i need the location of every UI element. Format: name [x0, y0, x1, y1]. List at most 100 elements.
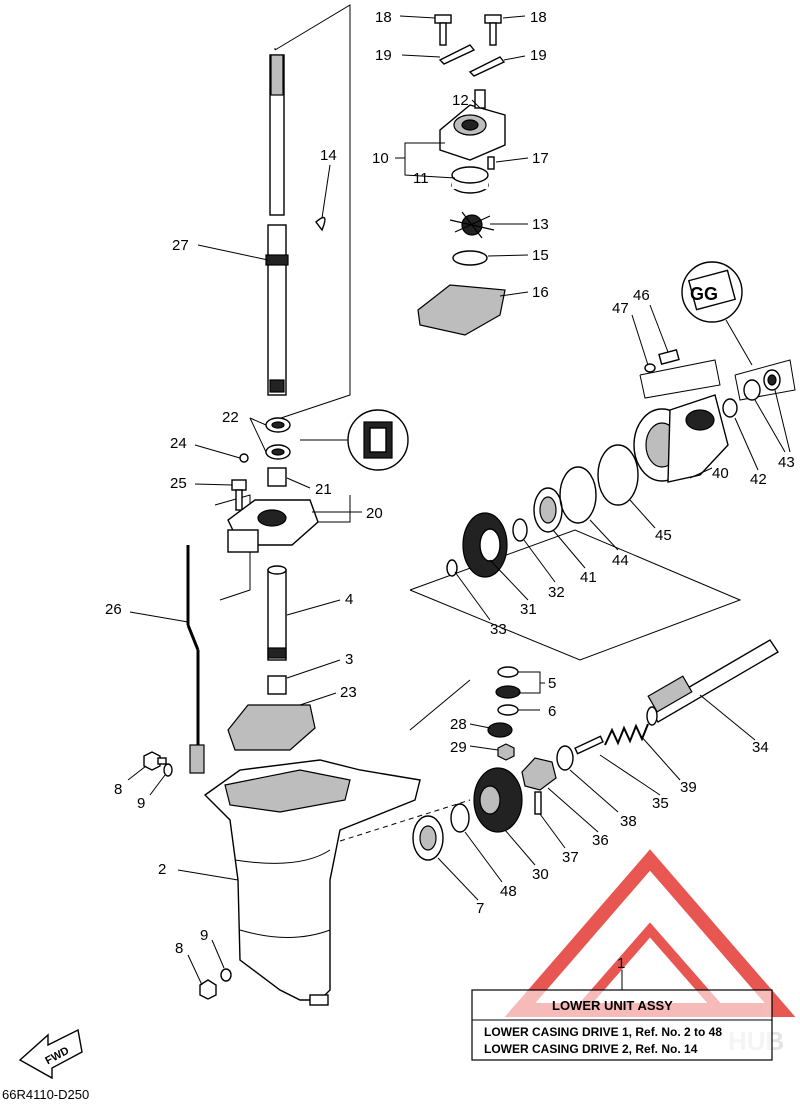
callout-7: 7: [476, 900, 484, 917]
callout-24: 24: [170, 435, 187, 452]
callout-35: 35: [652, 795, 669, 812]
water-pump-housing-10: [439, 89, 506, 161]
callout-18-right: 18: [530, 9, 547, 26]
callout-5: 5: [548, 675, 556, 692]
grease-callout-icon: [300, 409, 409, 471]
callout-14: 14: [320, 147, 337, 164]
housing-20: [227, 499, 319, 553]
callout-33: 33: [490, 621, 507, 638]
propeller-shaft-housing-40: [633, 394, 729, 483]
pin-37: [534, 791, 542, 815]
callout-19-left: 19: [375, 47, 392, 64]
callout-28: 28: [450, 716, 467, 733]
callout-13: 13: [532, 216, 549, 233]
callout-3: 3: [345, 651, 353, 668]
callout-1: 1: [617, 955, 625, 972]
o-ring-44: [559, 466, 597, 524]
o-ring-45: [597, 444, 639, 506]
callout-21: 21: [315, 481, 332, 498]
shift-rod-26: [186, 545, 205, 774]
callout-25: 25: [170, 475, 187, 492]
callout-32: 32: [548, 584, 565, 601]
spring-39: [604, 723, 649, 746]
nut-29: [497, 743, 515, 761]
callout-29: 29: [450, 739, 467, 756]
washer-9-lower: [220, 968, 232, 982]
callout-40: 40: [712, 465, 729, 482]
shim-33: [446, 559, 458, 577]
gasket-16: [417, 284, 506, 336]
callout-23: 23: [340, 684, 357, 701]
bolt-8-upper: [143, 751, 167, 771]
clip-19-right: [468, 56, 506, 77]
bolt-18-left: [434, 14, 452, 46]
water-tube-4: [267, 565, 287, 661]
callout-9-lower: 9: [200, 927, 208, 944]
callout-38: 38: [620, 813, 637, 830]
grommet-3: [267, 675, 287, 695]
callout-2: 2: [158, 861, 166, 878]
callout-22: 22: [222, 409, 239, 426]
callout-17: 17: [532, 150, 549, 167]
shim-6: [497, 704, 519, 716]
screw-24: [239, 453, 249, 463]
callout-41: 41: [580, 569, 597, 586]
bearing-41: [533, 487, 563, 533]
seals-43: [743, 369, 781, 401]
callout-48: 48: [500, 883, 517, 900]
bevel-gear-31: [462, 512, 508, 578]
shim-48: [450, 803, 470, 833]
sleeve-21: [267, 467, 287, 487]
propeller-shaft-34: [646, 639, 779, 726]
leader-lines: [127, 15, 791, 990]
bolt-46: [658, 348, 680, 366]
callout-8-lower: 8: [175, 940, 183, 957]
callout-44: 44: [612, 552, 629, 569]
callout-31: 31: [520, 601, 537, 618]
clip-19-left: [438, 44, 476, 65]
lower-casing-2: [203, 759, 421, 1006]
callout-19-right: 19: [530, 47, 547, 64]
oil-seals-22: [265, 417, 291, 460]
fwd-arrow-icon: FWD: [18, 1028, 83, 1080]
callout-45: 45: [655, 527, 672, 544]
washer-47: [644, 363, 656, 373]
washer-42: [722, 398, 738, 418]
callout-34: 34: [752, 739, 769, 756]
dog-clutch-36: [521, 757, 557, 791]
gasket-23: [227, 704, 316, 751]
insert-cartridge-11: [451, 166, 489, 194]
callout-47: 47: [612, 300, 629, 317]
callout-26: 26: [105, 601, 122, 618]
callout-8-upper: 8: [114, 781, 122, 798]
callout-11: 11: [413, 170, 429, 187]
callout-43: 43: [778, 454, 795, 471]
pin-17: [487, 156, 495, 170]
info-box-title: LOWER UNIT ASSY: [552, 998, 673, 1013]
callout-4: 4: [345, 591, 353, 608]
washer-9-upper: [163, 763, 173, 777]
callout-27: 27: [172, 237, 189, 254]
callout-15: 15: [532, 247, 549, 264]
callout-37: 37: [562, 849, 579, 866]
callout-42: 42: [750, 471, 767, 488]
lower-unit-info-box: LOWER UNIT ASSY LOWER CASING DRIVE 1, Re…: [471, 989, 773, 1061]
woodruff-key-14: [315, 216, 326, 232]
callout-39: 39: [680, 779, 697, 796]
bearing-5: [495, 685, 521, 699]
callout-16: 16: [532, 284, 549, 301]
callout-20: 20: [366, 505, 383, 522]
bearing-7: [412, 815, 444, 861]
forward-gear-30: [473, 767, 523, 833]
shift-plunger-35: [574, 735, 604, 755]
drive-shaft-27: [265, 54, 289, 396]
grease-callout-icon-2: GG: [681, 261, 753, 366]
callout-10: 10: [372, 150, 389, 167]
callout-6: 6: [548, 703, 556, 720]
callout-12: 12: [452, 92, 469, 109]
shim-32: [512, 518, 528, 542]
o-ring-15: [452, 250, 488, 266]
shim-5-top: [497, 666, 519, 678]
callout-9-upper: 9: [137, 795, 145, 812]
